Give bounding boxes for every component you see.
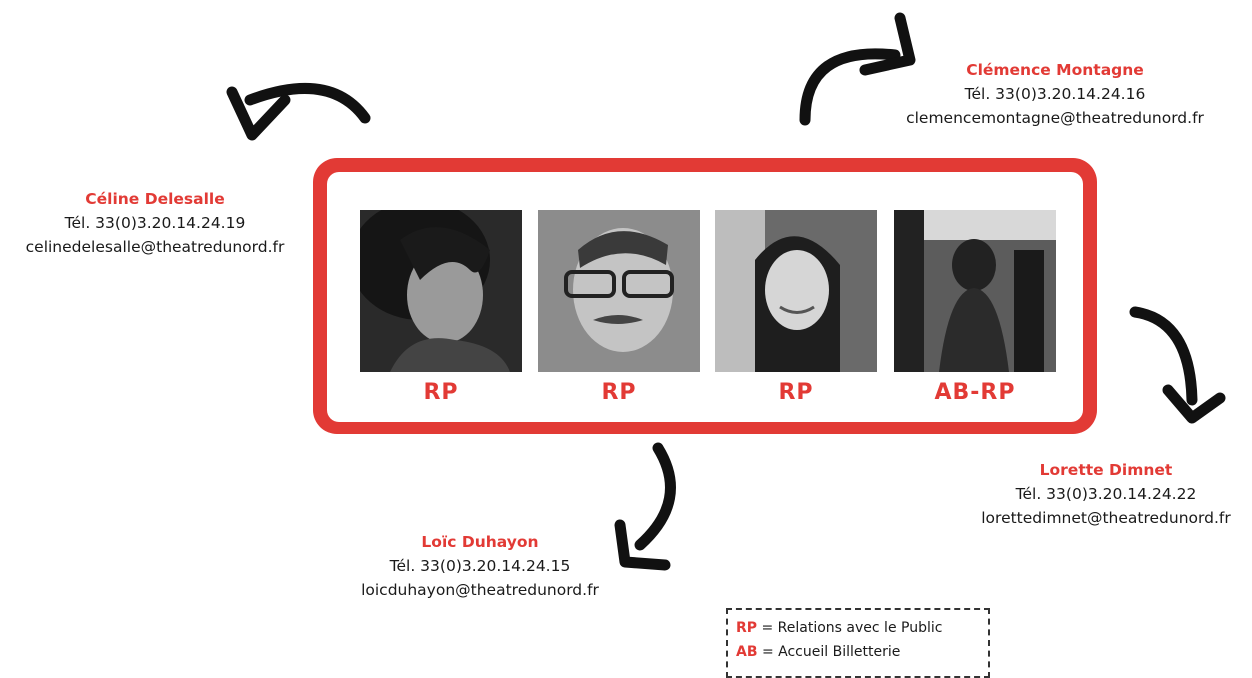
- contact-phone: Tél. 33(0)3.20.14.24.19: [64, 214, 246, 232]
- legend-item-ab: AB = Accueil Billetterie: [736, 640, 980, 664]
- role-label: RP: [423, 380, 459, 405]
- role-label: AB-RP: [934, 380, 1016, 405]
- contact-phone: Tél. 33(0)3.20.14.24.16: [964, 85, 1146, 103]
- legend-text: = Relations avec le Public: [761, 620, 943, 636]
- role-label: RP: [601, 380, 637, 405]
- contact-clemence: Clémence Montagne Tél. 33(0)3.20.14.24.1…: [890, 58, 1220, 130]
- legend-abbr: AB: [736, 644, 758, 660]
- contact-email[interactable]: loicduhayon@theatredunord.fr: [361, 581, 599, 599]
- legend-item-rp: RP = Relations avec le Public: [736, 616, 980, 640]
- contact-name: Céline Delesalle: [85, 190, 225, 208]
- contact-phone: Tél. 33(0)3.20.14.24.15: [389, 557, 571, 575]
- contact-email[interactable]: celinedelesalle@theatredunord.fr: [25, 238, 285, 256]
- photo-person-3: [715, 210, 877, 372]
- contact-lorette: Lorette Dimnet Tél. 33(0)3.20.14.24.22 l…: [960, 458, 1252, 530]
- contact-loic: Loïc Duhayon Tél. 33(0)3.20.14.24.15 loi…: [330, 530, 630, 602]
- contact-email[interactable]: clemencemontagne@theatredunord.fr: [906, 109, 1204, 127]
- arrow-to-lorette-icon: [1129, 306, 1226, 424]
- arrow-to-loic-icon: [614, 442, 676, 571]
- legend-abbr: RP: [736, 620, 758, 636]
- contact-phone: Tél. 33(0)3.20.14.24.22: [1015, 485, 1197, 503]
- contact-name: Lorette Dimnet: [1039, 461, 1173, 479]
- contact-name: Loïc Duhayon: [421, 533, 539, 551]
- contact-name: Clémence Montagne: [966, 61, 1144, 79]
- arrow-to-celine-icon: [226, 83, 371, 141]
- legend-text: = Accueil Billetterie: [761, 644, 901, 660]
- photo-person-2: [538, 210, 700, 372]
- photo-person-1: [360, 210, 522, 372]
- contact-celine: Céline Delesalle Tél. 33(0)3.20.14.24.19…: [0, 187, 310, 259]
- contact-email[interactable]: lorettedimnet@theatredunord.fr: [981, 509, 1231, 527]
- photo-person-4: [894, 210, 1056, 372]
- arrow-to-clemence-icon: [799, 12, 916, 126]
- role-label: RP: [778, 380, 814, 405]
